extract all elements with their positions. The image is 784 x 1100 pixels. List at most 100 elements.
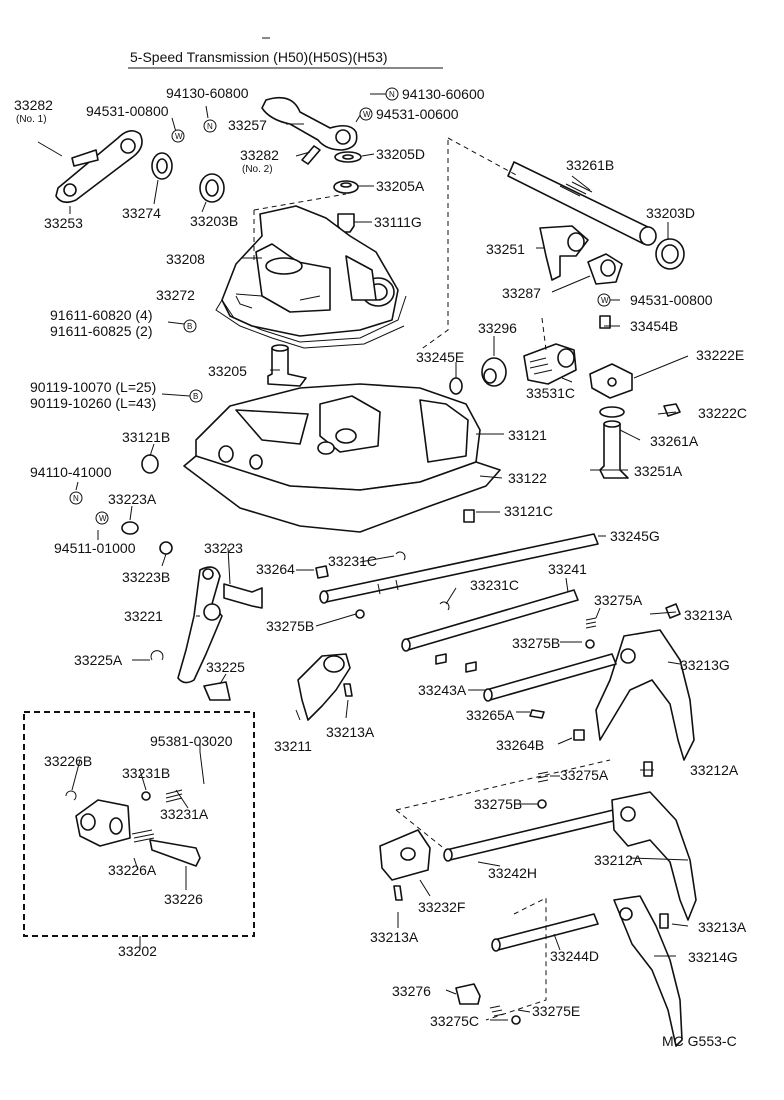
diagram-title: 5-Speed Transmission (H50)(H50S)(H53)	[130, 49, 388, 65]
label-33231A: 33231A	[160, 806, 209, 822]
bolt-33454B	[599, 315, 611, 329]
svg-text:W: W	[363, 110, 371, 119]
case-33121	[195, 383, 481, 491]
pin-33213A-a	[665, 603, 681, 619]
svg-text:W: W	[175, 132, 183, 141]
svg-text:N: N	[389, 90, 395, 99]
label-33274: 33274	[122, 205, 161, 221]
ball-33275C	[511, 1015, 521, 1025]
plunger-33226	[149, 839, 201, 867]
label-33261B: 33261B	[566, 157, 614, 173]
label-33245G: 33245G	[610, 528, 660, 544]
label-33265A: 33265A	[466, 707, 515, 723]
label-33231C-b: 33231C	[470, 577, 519, 593]
label-33275B-b: 33275B	[512, 635, 560, 651]
label-33264B: 33264B	[496, 737, 544, 753]
label-94110-41000: 94110-41000	[30, 464, 112, 480]
label-33231B: 33231B	[122, 765, 170, 781]
svg-text:W: W	[99, 514, 107, 523]
washer-33205A	[333, 180, 359, 194]
clip-33225A	[150, 650, 164, 661]
ball-33275B-b	[585, 639, 595, 649]
label-33231C-a: 33231C	[328, 553, 377, 569]
shaft-33245G	[319, 533, 599, 604]
label-33223A: 33223A	[108, 491, 157, 507]
label-no1: (No. 1)	[16, 114, 47, 125]
label-33275C: 33275C	[430, 1013, 479, 1029]
label-33253: 33253	[44, 215, 83, 231]
seal-33203B	[199, 173, 225, 203]
symbol-b-1: B	[183, 319, 197, 333]
svg-text:N: N	[73, 494, 79, 503]
symbol-w-2: W	[359, 107, 373, 121]
spring-33275A-b	[537, 771, 549, 783]
pin-33264	[315, 565, 329, 579]
rail-33241	[401, 589, 579, 652]
bushing-33121C	[463, 509, 475, 523]
label-33226B: 33226B	[44, 753, 92, 769]
boot-33531C	[523, 343, 577, 385]
label-33211: 33211	[274, 738, 312, 754]
block-33222E	[589, 363, 633, 399]
label-33257: 33257	[228, 117, 267, 133]
symbol-w-1: W	[171, 129, 185, 143]
label-33287: 33287	[502, 285, 541, 301]
label-90119-10260: 90119-10260 (L=43)	[30, 395, 156, 411]
fork-33212A	[611, 791, 697, 921]
symbol-n-1: N	[203, 119, 217, 133]
label-33111G: 33111G	[374, 214, 422, 230]
label-33245E: 33245E	[416, 349, 464, 365]
fork-33214G	[613, 895, 683, 1047]
label-94531-00800-a: 94531-00800	[86, 103, 169, 119]
svg-text:B: B	[193, 392, 198, 401]
lever-33221	[177, 566, 223, 684]
clip-33231C-b	[439, 601, 450, 611]
label-33226A: 33226A	[108, 862, 157, 878]
label-91611-60825: 91611-60825 (2)	[50, 323, 152, 339]
washer-33261A	[599, 406, 625, 418]
label-33213A-d: 33213A	[698, 919, 747, 935]
washer-33274	[151, 152, 173, 180]
pin-33282-no2	[301, 145, 321, 165]
label-33205: 33205	[208, 363, 247, 379]
label-33243A: 33243A	[418, 682, 467, 698]
label-33275B-a: 33275B	[266, 618, 314, 634]
lever-33257	[261, 96, 358, 151]
reference-lines	[253, 137, 611, 1021]
label-95381-03020: 95381-03020	[150, 733, 233, 749]
label-33121: 33121	[508, 427, 547, 443]
label-33242H: 33242H	[488, 865, 537, 881]
pin-33223	[223, 583, 263, 609]
label-33221: 33221	[124, 608, 163, 624]
label-33251: 33251	[486, 241, 525, 257]
symbol-b-2: B	[189, 389, 203, 403]
svg-text:N: N	[207, 122, 213, 131]
label-90119-10070: 90119-10070 (L=25)	[30, 379, 156, 395]
label-33241: 33241	[548, 561, 587, 577]
label-33222C: 33222C	[698, 405, 747, 421]
ball-33231B	[141, 791, 151, 801]
block-33202-body	[75, 799, 131, 847]
lever-33253	[55, 130, 143, 204]
label-33205D: 33205D	[376, 146, 425, 162]
ball-33275B-a	[355, 609, 365, 619]
label-33203D: 33203D	[646, 205, 695, 221]
label-94130-60600: 94130-60600	[402, 86, 485, 102]
ring-33245E	[449, 377, 463, 395]
label-33122: 33122	[508, 470, 547, 486]
spring-33275A-a	[585, 617, 597, 629]
pin-33213A-d	[659, 913, 669, 929]
pin-33243A-b	[465, 661, 477, 673]
label-33212A-a: 33212A	[690, 762, 739, 778]
figure-code: MC G553-C	[662, 1033, 737, 1049]
label-33213G: 33213G	[680, 657, 730, 673]
pin-33213A-b	[343, 683, 353, 697]
label-33225A: 33225A	[74, 652, 123, 668]
label-33244D: 33244D	[550, 948, 599, 964]
label-33275A-b: 33275A	[560, 767, 609, 783]
svg-text:W: W	[601, 296, 609, 305]
shaft-33261B	[507, 161, 657, 246]
label-33275A-a: 33275A	[594, 592, 643, 608]
label-33205A: 33205A	[376, 178, 425, 194]
lever-33251	[539, 225, 589, 281]
